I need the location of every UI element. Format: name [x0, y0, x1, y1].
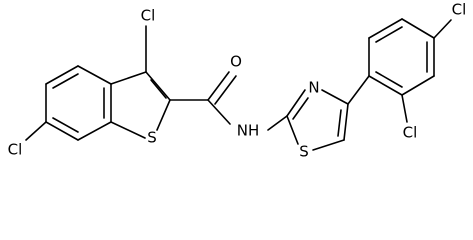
molecule-structure-diagram: Cl Cl S O NH N S Cl Cl — [8, 1, 467, 161]
dichlorophenyl-ring — [368, 18, 435, 96]
double-bond-inner — [292, 97, 309, 120]
atom-label-nh-amide: NH — [237, 122, 260, 140]
bond — [77, 65, 112, 85]
atom-label-cl-top-right: Cl — [452, 1, 467, 19]
bond — [110, 121, 146, 139]
bond-to-cl-bottom-left — [25, 121, 47, 141]
atom-label-s-benzothiophene: S — [147, 129, 157, 147]
bond-to-cl-mid-right — [401, 94, 408, 123]
bond — [401, 75, 435, 96]
bond — [286, 89, 306, 117]
carbonyl-double-bond-b — [214, 75, 237, 105]
bond — [286, 115, 299, 145]
atom-label-cl-bottom-left: Cl — [8, 141, 23, 159]
atom-label-s-thiazole: S — [299, 143, 309, 161]
bond-nh-to-thiazole — [267, 115, 288, 131]
atom-label-o-carbonyl: O — [230, 53, 242, 71]
double-bond-inner — [52, 117, 79, 133]
bond — [45, 65, 79, 85]
atom-label-cl-mid-right: Cl — [403, 124, 418, 142]
bond — [156, 99, 171, 131]
bond — [77, 121, 112, 141]
thiophene-ring — [110, 71, 171, 139]
bond-to-cl-top-right — [433, 19, 452, 39]
bond — [343, 103, 349, 141]
benzene-ring-left — [45, 65, 112, 141]
bond-thiazole-to-phenyl — [347, 75, 370, 105]
bond — [312, 139, 345, 151]
bond — [368, 18, 403, 39]
atom-label-cl-top-left: Cl — [141, 7, 156, 25]
carbonyl-double-bond-a — [207, 71, 230, 101]
bond — [321, 89, 349, 105]
double-bond-inner — [337, 109, 342, 137]
thiazole-ring — [286, 89, 349, 151]
bond-to-nh — [207, 99, 231, 125]
bond — [401, 18, 435, 39]
double-bond-inner — [375, 71, 403, 88]
bond — [45, 121, 79, 141]
atom-label-n-thiazole: N — [308, 79, 319, 97]
double-bond-inner — [375, 26, 403, 43]
double-bond-inner — [52, 73, 79, 89]
bond — [368, 75, 403, 96]
bond — [110, 71, 147, 85]
bond — [145, 71, 171, 101]
double-bond-inner — [150, 79, 167, 99]
